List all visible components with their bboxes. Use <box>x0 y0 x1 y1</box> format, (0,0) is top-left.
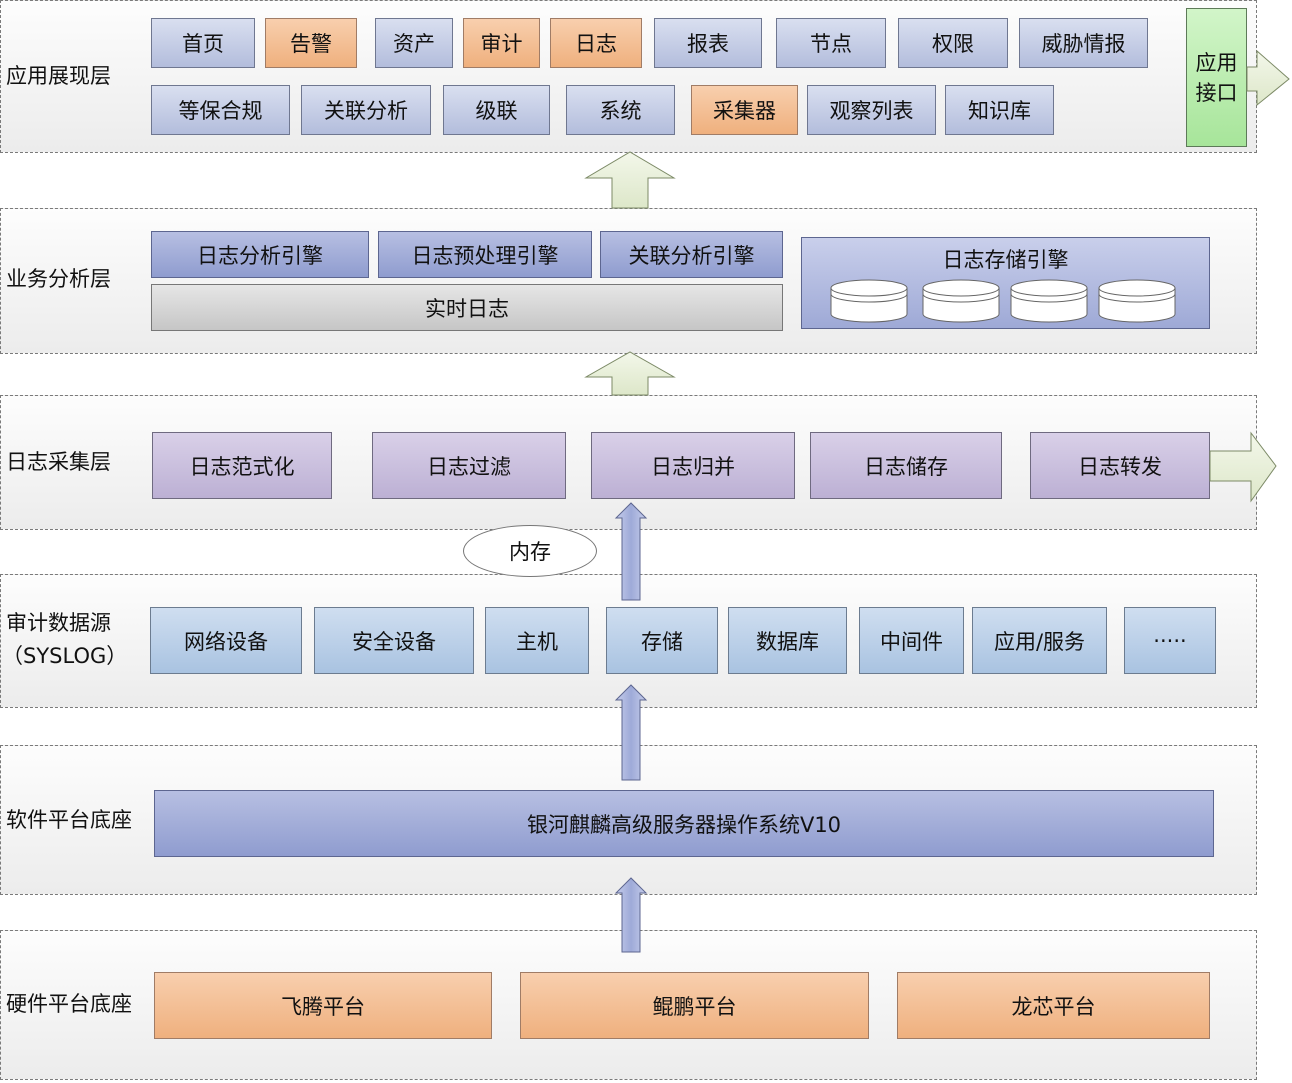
module-home[interactable]: 首页 <box>151 18 255 68</box>
collection-layer-label: 日志采集层 <box>6 450 111 474</box>
module-node[interactable]: 节点 <box>776 18 886 68</box>
step-log-filter[interactable]: 日志过滤 <box>372 432 566 499</box>
module-cascade[interactable]: 级联 <box>443 85 550 135</box>
software-layer-label: 软件平台底座 <box>6 808 132 832</box>
up-arrow-icon <box>584 351 676 396</box>
hardware-loongson[interactable]: 龙芯平台 <box>897 972 1210 1039</box>
step-log-normalize[interactable]: 日志范式化 <box>152 432 332 499</box>
module-watchlist[interactable]: 观察列表 <box>807 85 936 135</box>
module-report[interactable]: 报表 <box>654 18 762 68</box>
source-app-service[interactable]: 应用/服务 <box>972 607 1107 674</box>
source-network-device[interactable]: 网络设备 <box>150 607 302 674</box>
hardware-kunpeng[interactable]: 鲲鹏平台 <box>520 972 869 1039</box>
source-security-device[interactable]: 安全设备 <box>314 607 474 674</box>
up-arrow-icon <box>584 151 676 209</box>
module-log[interactable]: 日志 <box>550 18 642 68</box>
app-interface-line1: 应用 <box>1195 50 1238 75</box>
engine-log-preprocess[interactable]: 日志预处理引擎 <box>378 231 592 278</box>
business-layer-label: 业务分析层 <box>6 267 111 291</box>
engine-log-analysis[interactable]: 日志分析引擎 <box>151 231 369 278</box>
source-more[interactable]: ····· <box>1124 607 1216 674</box>
source-host[interactable]: 主机 <box>485 607 589 674</box>
app-layer-label: 应用展现层 <box>6 64 111 88</box>
storage-engine-title: 日志存储引擎 <box>942 248 1069 272</box>
source-middleware[interactable]: 中间件 <box>859 607 964 674</box>
module-compliance[interactable]: 等保合规 <box>151 85 290 135</box>
hardware-phytium[interactable]: 飞腾平台 <box>154 972 492 1039</box>
module-alarm[interactable]: 告警 <box>265 18 357 68</box>
source-layer-sublabel: （SYSLOG） <box>2 644 128 668</box>
module-threat-intel[interactable]: 威胁情报 <box>1019 18 1148 68</box>
step-log-forward[interactable]: 日志转发 <box>1030 432 1210 499</box>
app-interface-line2: 接口 <box>1195 80 1238 105</box>
module-collector[interactable]: 采集器 <box>691 85 798 135</box>
source-database[interactable]: 数据库 <box>728 607 847 674</box>
source-storage[interactable]: 存储 <box>606 607 718 674</box>
source-layer-label: 审计数据源 <box>6 611 111 635</box>
os-kylin-v10[interactable]: 银河麒麟高级服务器操作系统V10 <box>154 790 1214 857</box>
realtime-log-bar[interactable]: 实时日志 <box>151 284 783 331</box>
module-permission[interactable]: 权限 <box>898 18 1008 68</box>
storage-engine-panel[interactable]: 日志存储引擎 <box>801 237 1210 329</box>
module-knowledge[interactable]: 知识库 <box>945 85 1054 135</box>
hardware-layer-label: 硬件平台底座 <box>6 992 132 1016</box>
module-asset[interactable]: 资产 <box>375 18 453 68</box>
module-correlation[interactable]: 关联分析 <box>301 85 431 135</box>
module-audit[interactable]: 审计 <box>463 18 540 68</box>
app-interface-box[interactable]: 应用 接口 <box>1186 8 1247 147</box>
memory-buffer[interactable]: 内存 <box>463 525 597 577</box>
step-log-store[interactable]: 日志储存 <box>810 432 1002 499</box>
engine-correlation[interactable]: 关联分析引擎 <box>600 231 783 278</box>
module-system[interactable]: 系统 <box>566 85 675 135</box>
step-log-merge[interactable]: 日志归并 <box>591 432 795 499</box>
